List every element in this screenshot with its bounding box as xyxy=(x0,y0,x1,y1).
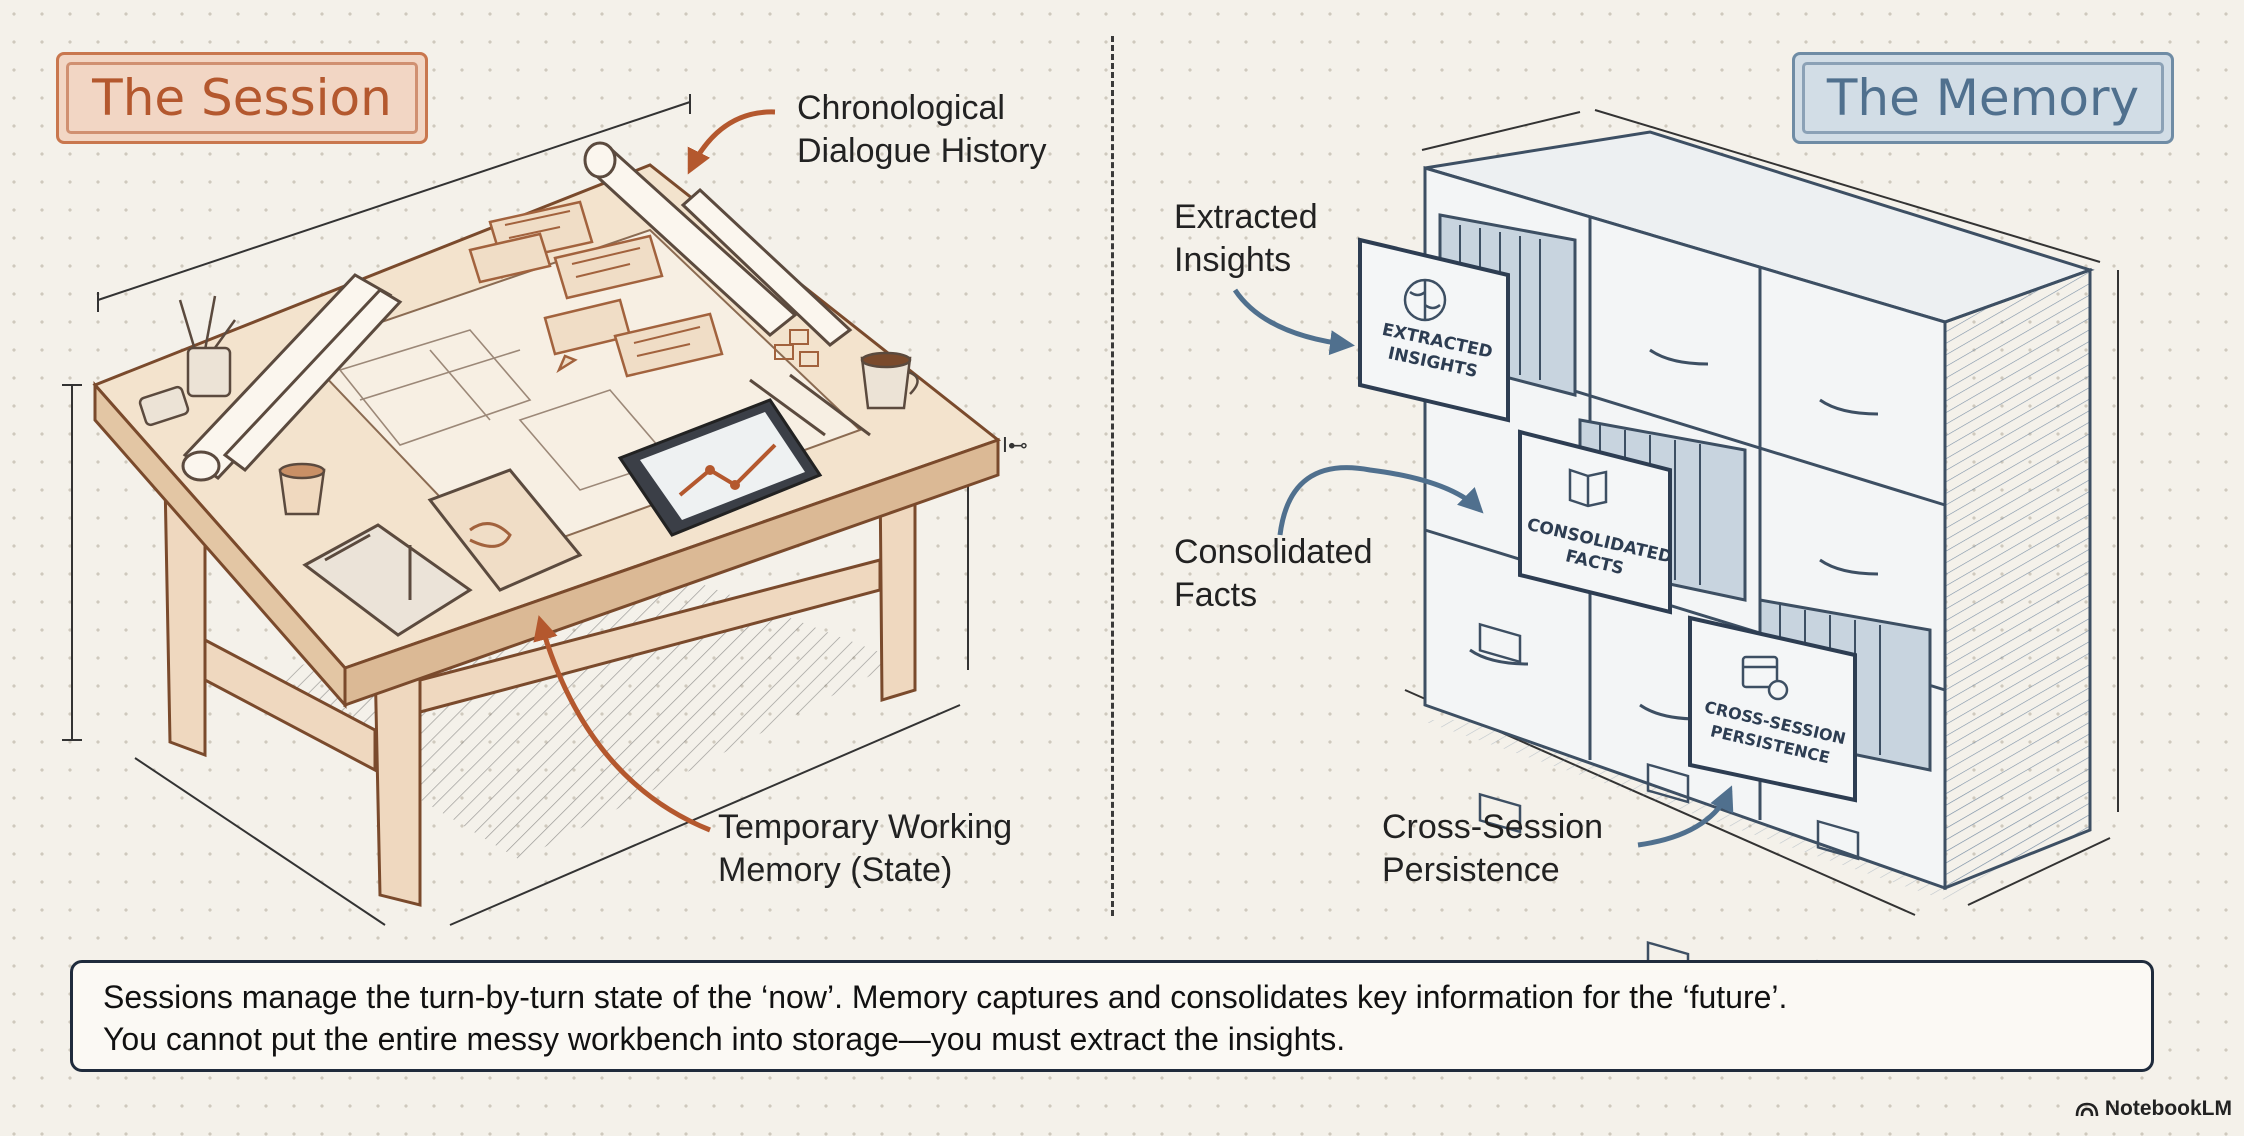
arrow-working-memory xyxy=(533,615,711,833)
arrow-dialogue-history xyxy=(687,109,776,175)
cabinet-side xyxy=(1943,267,2092,891)
leg-front-right xyxy=(373,658,422,907)
summary-line-2: You cannot put the entire messy workbenc… xyxy=(103,1021,1346,1057)
eraser xyxy=(138,385,190,427)
table-edge-front xyxy=(343,437,1000,708)
filing-cabinet xyxy=(1358,109,2119,1001)
drawer-consolidated-facts xyxy=(1518,418,1747,615)
callout-line: Temporary Working xyxy=(718,808,1013,846)
arrow-extracted-insights xyxy=(1232,288,1355,356)
callout-line: Cross-Session xyxy=(1382,808,1604,846)
callout-line: Facts xyxy=(1174,576,1258,614)
callout-line: Persistence xyxy=(1382,851,1560,889)
callout-line: Consolidated xyxy=(1174,533,1373,571)
memory-title: The Memory xyxy=(1792,52,2174,144)
crossbar-front xyxy=(418,558,882,714)
summary-box: Sessions manage the turn-by-turn state o… xyxy=(70,960,2154,1072)
tablet xyxy=(617,398,823,537)
drawer-cross-session-persistence xyxy=(1688,598,1932,803)
coffee-cups xyxy=(278,351,919,516)
workbench: I⊷ xyxy=(62,94,1028,926)
arrow-cross-session xyxy=(1637,785,1734,848)
callout-line: Dialogue History xyxy=(797,132,1047,170)
brand-name: NotebookLM xyxy=(2104,1097,2232,1120)
callout-dialogue-history: Chronological Dialogue History xyxy=(797,87,1046,173)
callout-consolidated-facts: Consolidated Facts xyxy=(1174,531,1372,617)
small-blocks xyxy=(774,329,819,367)
arrow-consolidated-facts xyxy=(1277,465,1484,536)
brand-footer: NotebookLM xyxy=(2075,1097,2232,1121)
section-divider xyxy=(1111,36,1114,916)
cabinet-dimension-lines xyxy=(1404,109,2119,916)
book-icon xyxy=(1568,468,1608,508)
pen-cup xyxy=(178,295,237,398)
session-title: The Session xyxy=(56,52,428,144)
calendar-icon xyxy=(1741,655,1789,701)
svg-text:I⊷: I⊷ xyxy=(1002,433,1028,457)
chat-bubbles xyxy=(468,200,724,378)
callout-working-memory: Temporary Working Memory (State) xyxy=(718,806,1012,892)
crossbar-left xyxy=(203,637,377,773)
pencils xyxy=(749,373,871,437)
paper-rolls xyxy=(181,141,853,482)
callout-cross-session: Cross-Session Persistence xyxy=(1382,806,1603,892)
summary-line-1: Sessions manage the turn-by-turn state o… xyxy=(103,979,1788,1015)
notebooks xyxy=(302,468,583,637)
callout-line: Memory (State) xyxy=(718,851,953,889)
callout-line: Extracted xyxy=(1174,198,1318,236)
notebooklm-logo-icon xyxy=(2075,1102,2099,1117)
chat-bubble-lines xyxy=(504,210,701,357)
brain-icon xyxy=(1403,278,1447,322)
dimension-lines xyxy=(62,94,969,926)
callout-line: Insights xyxy=(1174,241,1292,279)
callout-line: Chronological xyxy=(797,89,1005,127)
callout-extracted-insights: Extracted Insights xyxy=(1174,196,1318,282)
